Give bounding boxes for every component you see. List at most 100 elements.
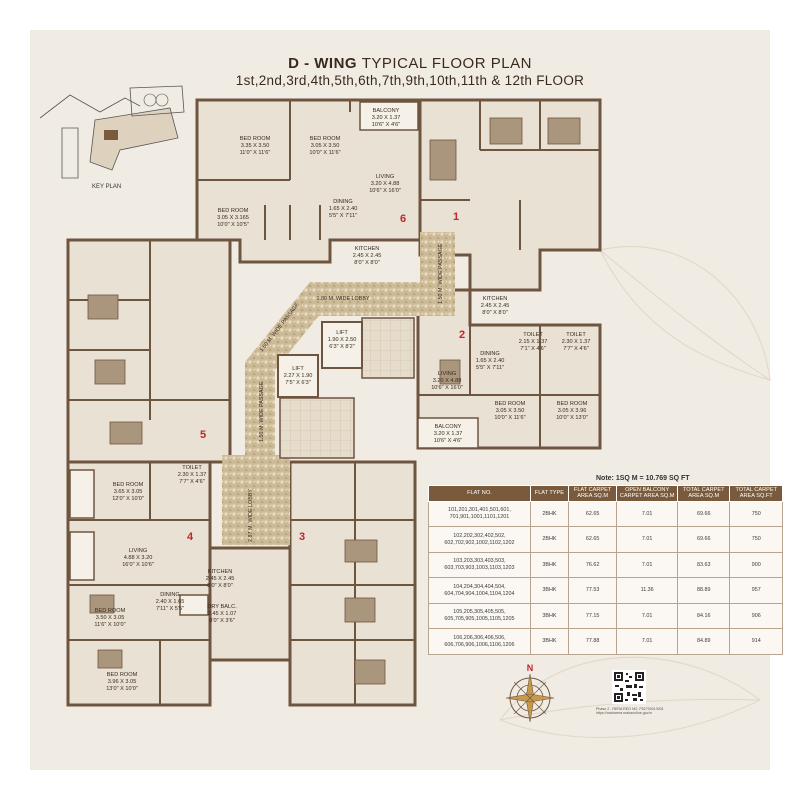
col-open-balcony: OPEN BALCONY CARPET AREA SQ.M	[616, 485, 678, 502]
svg-text:3.96 X 3.05: 3.96 X 3.05	[108, 679, 137, 685]
svg-text:LIVING: LIVING	[438, 371, 456, 377]
svg-text:3.05 X 3.165: 3.05 X 3.165	[217, 215, 249, 221]
svg-text:TOILET: TOILET	[182, 465, 202, 471]
flat-marker-2: 2	[459, 329, 465, 341]
unit-note: Note: 1SQ M = 10.769 SQ FT	[596, 475, 690, 482]
svg-text:3.35 X 3.50: 3.35 X 3.50	[241, 143, 270, 149]
key-plan: KEY PLAN	[39, 85, 185, 190]
svg-text:3.05 X 3.50: 3.05 X 3.50	[496, 408, 525, 414]
svg-text:8'0" X 3'6": 8'0" X 3'6"	[209, 618, 234, 624]
col-total-sqm: TOTAL CARPET AREA SQ.M	[676, 485, 731, 502]
svg-text:LIVING: LIVING	[376, 174, 394, 180]
table-row: 104,204,304,404,504, 604,704,904,1004,11…	[428, 577, 783, 604]
col-flat-no: FLAT NO.	[428, 485, 531, 502]
svg-text:5'5" X 7'11": 5'5" X 7'11"	[329, 213, 357, 219]
svg-text:10'0" X 13'0": 10'0" X 13'0"	[556, 415, 588, 421]
staircase	[279, 317, 415, 459]
svg-text:BED ROOM: BED ROOM	[495, 401, 526, 407]
svg-text:11'6" X 10'0": 11'6" X 10'0"	[94, 622, 125, 628]
svg-text:DINING: DINING	[333, 199, 353, 205]
svg-text:BED ROOM: BED ROOM	[95, 608, 126, 614]
svg-text:3.65 X 3.05: 3.65 X 3.05	[114, 489, 143, 495]
svg-text:3.05 X 3.50: 3.05 X 3.50	[311, 143, 340, 149]
balcony-projections	[69, 101, 479, 616]
wing-name: D - WING	[288, 55, 358, 72]
svg-text:TOILET: TOILET	[566, 332, 586, 338]
svg-text:TOILET: TOILET	[523, 332, 543, 338]
svg-text:2.15 X 1.37: 2.15 X 1.37	[519, 339, 548, 345]
svg-text:8'0" X 8'0": 8'0" X 8'0"	[482, 310, 507, 316]
svg-text:LIVING: LIVING	[129, 548, 147, 554]
svg-text:3.20 X 4.88: 3.20 X 4.88	[371, 181, 400, 187]
svg-text:7'7" X 4'6": 7'7" X 4'6"	[563, 346, 588, 352]
flat-marker-5: 5	[200, 429, 206, 441]
key-plan-label: KEY PLAN	[92, 184, 121, 190]
table-row: 105,205,305,405,505, 605,705,905,1005,11…	[428, 602, 783, 630]
table-row: 106,206,306,406,506, 606,706,906,1006,11…	[428, 628, 783, 655]
flat-marker-3: 3	[299, 531, 305, 543]
svg-text:10'6" X 16'0": 10'6" X 16'0"	[369, 188, 401, 194]
svg-text:KITCHEN: KITCHEN	[208, 569, 233, 575]
plan-title: D - WING TYPICAL FLOOR PLAN	[200, 55, 620, 72]
svg-text:6'3" X 8'2": 6'3" X 8'2"	[329, 344, 354, 350]
furniture	[87, 117, 581, 685]
svg-text:2.27 X 1.90: 2.27 X 1.90	[284, 373, 313, 379]
svg-text:12'0" X 10'0": 12'0" X 10'0"	[112, 496, 144, 502]
svg-text:BED ROOM: BED ROOM	[113, 482, 144, 488]
svg-text:2.45 X 2.45: 2.45 X 2.45	[481, 303, 510, 309]
svg-text:2.45 X 2.45: 2.45 X 2.45	[206, 576, 235, 582]
svg-text:7'11" X 5'5": 7'11" X 5'5"	[156, 606, 184, 612]
svg-text:7'7" X 4'6": 7'7" X 4'6"	[179, 479, 204, 485]
svg-text:10'0" X 11'6": 10'0" X 11'6"	[494, 415, 525, 421]
svg-text:10'6" X 16'0": 10'6" X 16'0"	[431, 385, 463, 391]
passage-left-label: 1.50 M. WIDE PASSAGE	[259, 381, 265, 442]
svg-text:16'0" X 10'6": 16'0" X 10'6"	[122, 562, 154, 568]
svg-text:BED ROOM: BED ROOM	[557, 401, 588, 407]
qr-code-icon	[612, 670, 646, 704]
svg-text:DINING: DINING	[480, 351, 500, 357]
svg-text:1.65 X 2.40: 1.65 X 2.40	[476, 358, 505, 364]
flat-marker-6: 6	[400, 213, 406, 225]
svg-text:7'1" X 4'6": 7'1" X 4'6"	[520, 346, 545, 352]
svg-text:7'5" X 6'3": 7'5" X 6'3"	[285, 380, 310, 386]
svg-text:10'0" X 10'5": 10'0" X 10'5"	[217, 222, 249, 228]
svg-text:3.20 X 1.37: 3.20 X 1.37	[434, 431, 463, 437]
table-row: 102,202,302,402,502, 602,702,902,1002,11…	[428, 526, 783, 553]
svg-text:3.20 X 4.88: 3.20 X 4.88	[433, 378, 462, 384]
svg-text:KITCHEN: KITCHEN	[483, 296, 508, 302]
table-row: 103,203,303,403,503, 603,703,903,1003,11…	[428, 551, 783, 579]
north-compass-icon: N	[505, 663, 555, 723]
passage-vertical-label: 1.50 M. WIDE PASSAGE	[438, 243, 444, 304]
floor-list: 1st,2nd,3rd,4th,5th,6th,7th,9th,10th,11t…	[235, 73, 585, 88]
svg-text:2.30 X 1.37: 2.30 X 1.37	[178, 472, 207, 478]
svg-text:2.40 X 1.65: 2.40 X 1.65	[156, 599, 185, 605]
svg-text:BED ROOM: BED ROOM	[310, 136, 341, 142]
lobby-vertical-label: 2.87 M. WIDE LOBBY	[248, 489, 254, 542]
svg-text:3.20 X 1.37: 3.20 X 1.37	[372, 115, 401, 121]
room-dry-balcony-4: DRY BALC.2.45 X 1.078'0" X 3'6"	[207, 604, 237, 624]
svg-text:DRY BALC.: DRY BALC.	[207, 604, 237, 610]
svg-text:BED ROOM: BED ROOM	[240, 136, 271, 142]
svg-text:8'0" X 8'0": 8'0" X 8'0"	[354, 260, 379, 266]
svg-text:3.50 X 3.05: 3.50 X 3.05	[96, 615, 125, 621]
svg-text:BED ROOM: BED ROOM	[218, 208, 249, 214]
svg-text:13'0" X 10'0": 13'0" X 10'0"	[106, 686, 138, 692]
